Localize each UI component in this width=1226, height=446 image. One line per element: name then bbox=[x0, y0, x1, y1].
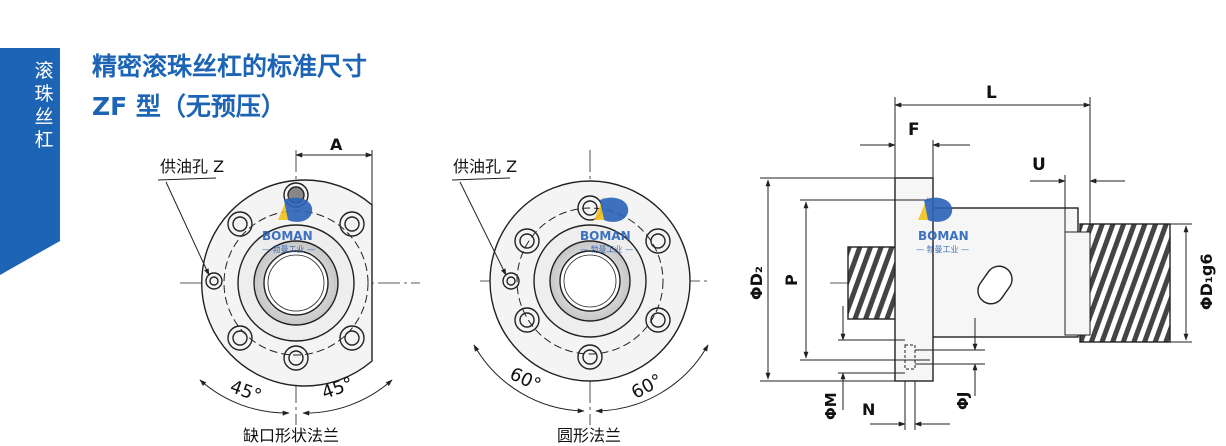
dim-n-label: N bbox=[862, 400, 875, 419]
dim-f-label: F bbox=[908, 120, 920, 140]
left-angle-left: 45° bbox=[227, 376, 264, 407]
watermark-brand: BOMAN bbox=[918, 229, 969, 243]
dim-u-label: U bbox=[1032, 155, 1046, 175]
side-tab-char: 珠 bbox=[34, 83, 54, 105]
watermark-sub: — 勃曼工业 — bbox=[262, 244, 315, 254]
watermark-brand: BOMAN bbox=[580, 229, 631, 243]
watermark-sub: — 勃曼工业 — bbox=[916, 244, 969, 254]
dim-j-label: ΦJ bbox=[954, 392, 972, 410]
dim-m-label: ΦM bbox=[822, 392, 840, 420]
bolt-circle bbox=[516, 207, 664, 355]
watermark-middle: BOMAN — 勃曼工业 — bbox=[580, 196, 633, 254]
middle-oil-hole-label: 供油孔 Z bbox=[453, 157, 517, 176]
oil-hole bbox=[205, 272, 223, 290]
side-elevation-view bbox=[760, 97, 1192, 430]
round-flange-view bbox=[451, 150, 710, 425]
return-slot bbox=[977, 265, 1013, 305]
notched-flange-view bbox=[157, 150, 420, 425]
side-tab-char: 滚 bbox=[34, 60, 54, 82]
side-tab-char: 杠 bbox=[34, 129, 54, 151]
middle-angle-left: 60° bbox=[506, 364, 544, 397]
left-caption: 缺口形状法兰 bbox=[243, 426, 339, 445]
page-subtitle: ZF 型（无预压） bbox=[92, 92, 286, 121]
watermark-right: BOMAN — 勃曼工业 — bbox=[916, 196, 969, 254]
side-tab: 滚 珠 丝 杠 bbox=[0, 48, 60, 275]
dim-d1-label: ΦD₁g6 bbox=[1197, 254, 1216, 310]
dim-p-label: P bbox=[782, 274, 801, 286]
watermark-left: BOMAN — 勃曼工业 — bbox=[262, 196, 315, 254]
dim-l-label: L bbox=[986, 83, 997, 103]
dim-d2-label: ΦD₂ bbox=[747, 266, 766, 300]
screw-shaft-left bbox=[847, 246, 899, 320]
bolt-holes bbox=[514, 195, 671, 370]
middle-caption: 圆形法兰 bbox=[557, 426, 621, 445]
left-oil-hole-label: 供油孔 Z bbox=[160, 157, 224, 176]
page-title: 精密滚珠丝杠的标准尺寸 bbox=[92, 52, 368, 81]
bolt-holes bbox=[227, 182, 365, 371]
dim-a-label: A bbox=[330, 135, 343, 154]
watermark-brand: BOMAN bbox=[262, 229, 313, 243]
side-tab-char: 丝 bbox=[34, 106, 54, 128]
watermark-sub: — 勃曼工业 — bbox=[580, 244, 633, 254]
screw-inner bbox=[263, 250, 329, 316]
screw-shaft-right bbox=[1079, 223, 1171, 343]
middle-angle-right: 60° bbox=[628, 370, 666, 404]
